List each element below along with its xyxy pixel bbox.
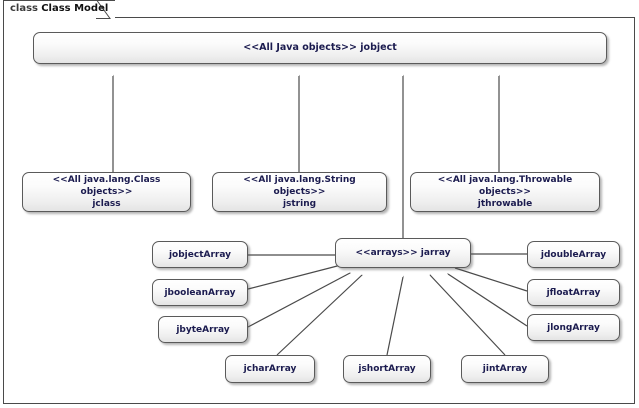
class-node-jthrowable-stereotype: <<All java.lang.Throwable objects>> — [437, 175, 573, 197]
diagram-title: class Class Model — [10, 2, 108, 16]
class-node-jintarray-name: jintArray — [482, 364, 528, 374]
class-node-jstring-label: <<All java.lang.String objects>> jstring — [217, 174, 382, 210]
class-node-jobject-text: <<All Java objects>> — [243, 42, 361, 53]
class-node-jclass[interactable]: <<All java.lang.Class objects>> jclass — [22, 172, 191, 212]
class-node-jbooleanarray-name: jbooleanArray — [164, 287, 236, 298]
class-node-jarray[interactable]: <<arrays>> jarray — [335, 238, 471, 268]
class-node-jobject-label: <<All Java objects>> jobject — [38, 42, 602, 54]
class-node-jthrowable-label: <<All java.lang.Throwable objects>> jthr… — [415, 174, 595, 210]
class-node-jchararray[interactable]: jcharArray — [225, 355, 315, 383]
class-node-jstring-name: jstring — [282, 199, 317, 209]
class-node-jthrowable-name: jthrowable — [477, 199, 533, 209]
class-node-jclass-stereotype: <<All java.lang.Class objects>> — [52, 175, 161, 197]
class-node-jobjectarray[interactable]: jobjectArray — [152, 241, 248, 268]
diagram-frame — [3, 17, 635, 404]
class-node-jlongarray-name: jlongArray — [547, 322, 600, 333]
class-node-jthrowable[interactable]: <<All java.lang.Throwable objects>> jthr… — [410, 172, 600, 212]
class-node-jintarray[interactable]: jintArray — [461, 355, 549, 383]
class-node-jdoublearray[interactable]: jdoubleArray — [527, 241, 620, 268]
class-node-jbytearray-name: jbyteArray — [176, 324, 230, 335]
class-node-jstring[interactable]: <<All java.lang.String objects>> jstring — [212, 172, 387, 212]
diagram-title-name: Class Model — [41, 3, 109, 14]
class-node-jlongarray[interactable]: jlongArray — [527, 314, 620, 341]
class-node-jarray-stereotype: <<arrays>> — [355, 248, 421, 258]
class-node-jobjectarray-name: jobjectArray — [168, 249, 232, 260]
class-node-jarray-name: jarray — [420, 248, 451, 258]
class-node-jshortarray-name: jshortArray — [358, 364, 416, 374]
class-node-jobject[interactable]: <<All Java objects>> jobject — [33, 32, 607, 64]
class-node-jdoublearray-name: jdoubleArray — [540, 249, 607, 260]
class-node-jclass-name: jclass — [92, 199, 121, 209]
class-node-jclass-label: <<All java.lang.Class objects>> jclass — [27, 174, 186, 210]
class-node-jarray-label: <<arrays>> jarray — [340, 247, 466, 259]
class-node-jshortarray[interactable]: jshortArray — [343, 355, 431, 383]
diagram-frame-tab — [3, 0, 115, 18]
diagram-frame-tab-corner — [96, 0, 116, 19]
diagram-title-keyword: class — [10, 3, 39, 14]
class-node-jfloatarray[interactable]: jfloatArray — [527, 279, 620, 306]
class-node-jbooleanarray[interactable]: jbooleanArray — [152, 279, 248, 306]
class-node-jbytearray[interactable]: jbyteArray — [158, 316, 248, 343]
class-node-jobject-name: jobject — [360, 42, 397, 53]
class-node-jfloatarray-name: jfloatArray — [546, 287, 601, 298]
class-node-jchararray-name: jcharArray — [243, 364, 297, 374]
class-node-jstring-stereotype: <<All java.lang.String objects>> — [243, 175, 356, 197]
